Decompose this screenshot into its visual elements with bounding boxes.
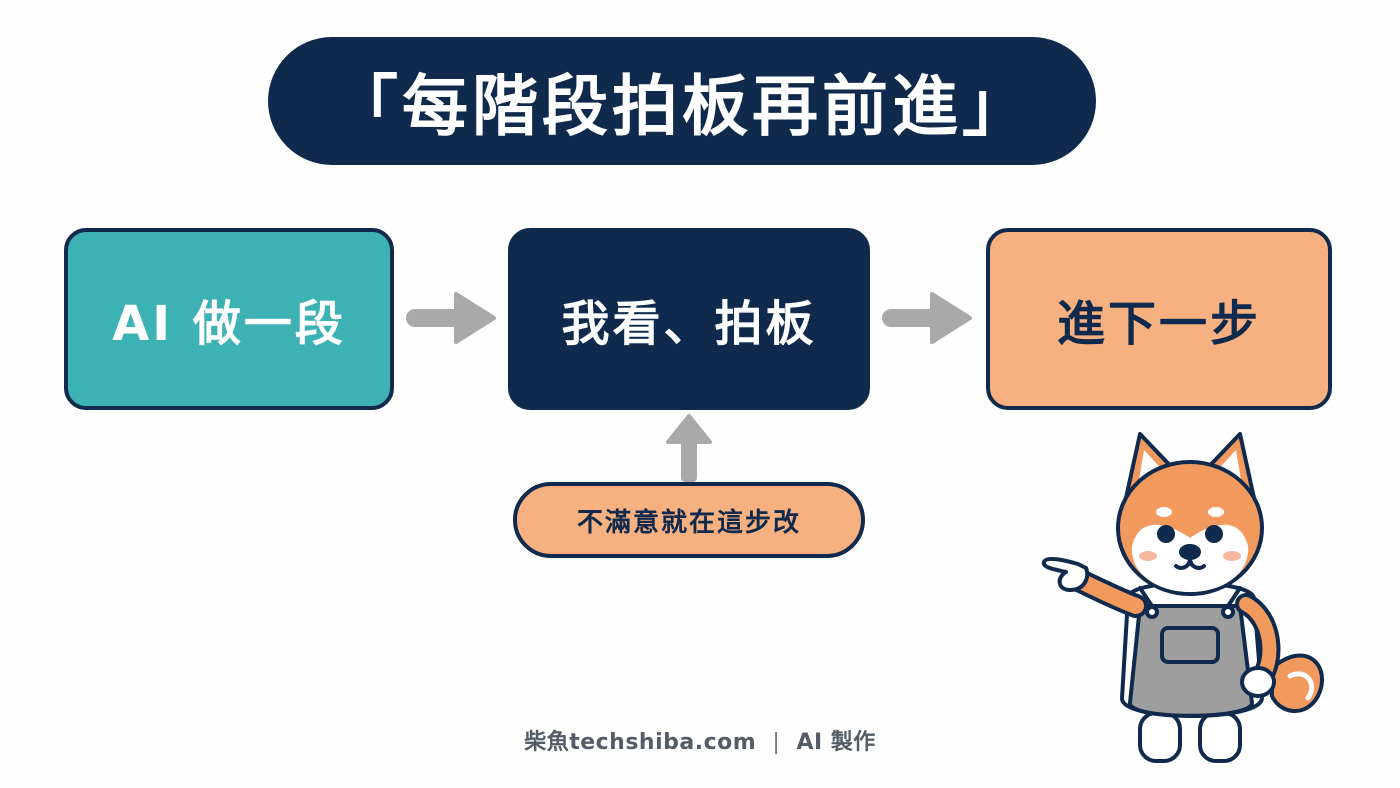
feedback-note: 不滿意就在這步改 [513,482,865,558]
footer-separator: | [772,730,781,755]
right-arrow-icon [882,292,972,344]
step-check-label: 我看、拍板 [561,296,817,352]
footer-brand: 柴魚techshiba.com [524,730,757,755]
step-next-label: 進下一步 [1056,296,1261,352]
step-check-box: 我看、拍板 [508,228,870,410]
footer-credit-text: AI 製作 [796,730,876,755]
step-ai-label: AI 做一段 [112,296,346,352]
step-ai-box: AI 做一段 [64,228,394,410]
page-title: 「每階段拍板再前進」 [268,37,1096,165]
shiba-dog-mascot [1041,432,1325,763]
footer-credit: 柴魚techshiba.com | AI 製作 [0,724,1400,756]
feedback-note-label: 不滿意就在這步改 [576,507,801,538]
right-arrow-icon [406,292,496,344]
up-arrow-icon [666,414,712,482]
step-next-box: 進下一步 [986,228,1332,410]
